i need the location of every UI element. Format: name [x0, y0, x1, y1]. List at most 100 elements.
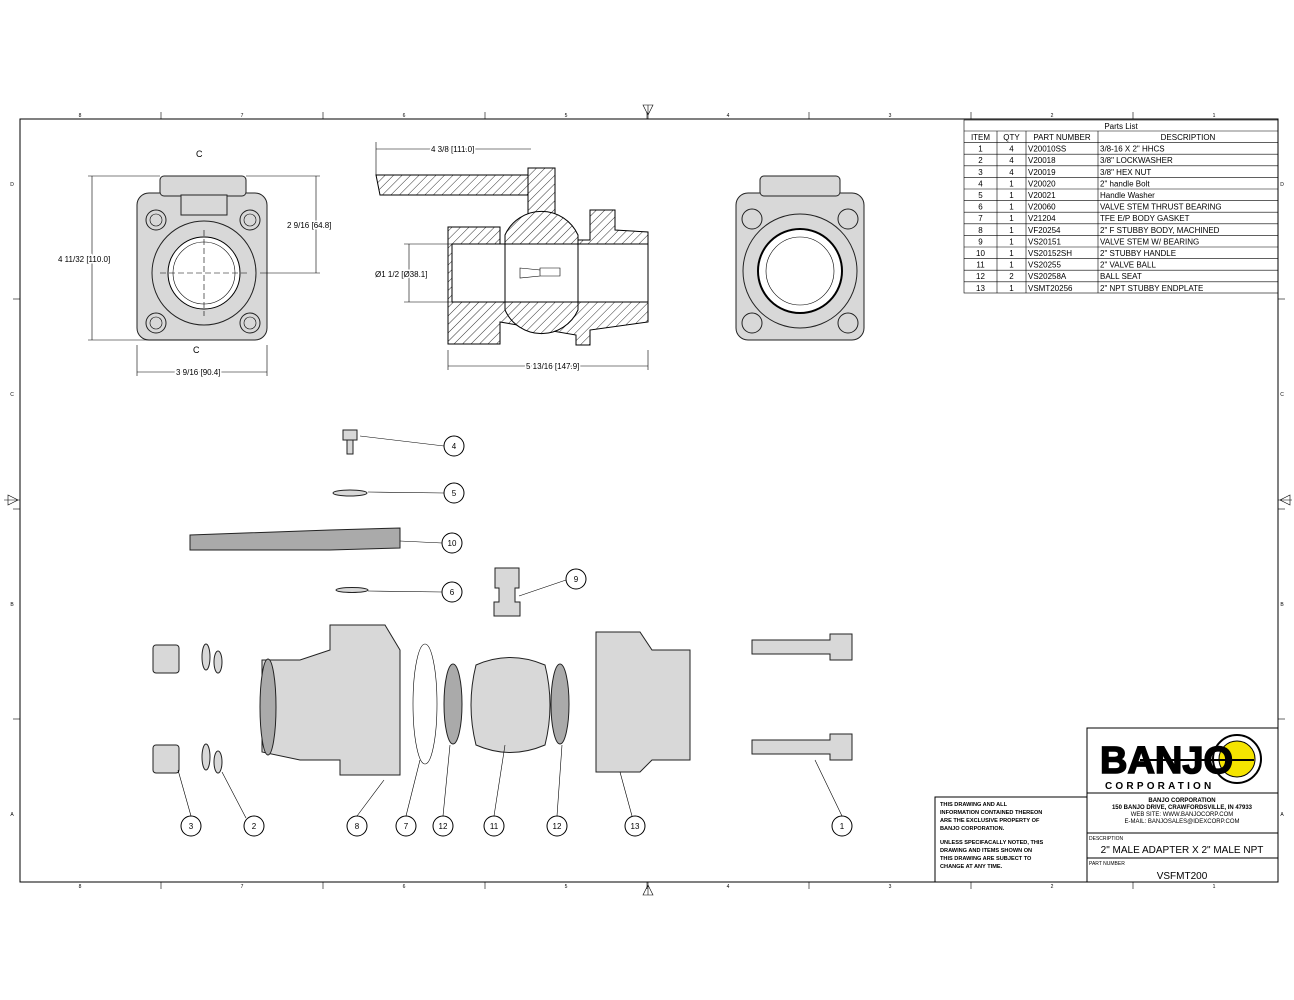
- zone-label: C: [10, 392, 14, 398]
- balloon-number: 8: [355, 822, 360, 831]
- part-number-cell: V20060: [1028, 203, 1056, 212]
- description-cell: 3/8" LOCKWASHER: [1100, 156, 1173, 165]
- title-block: BANJO CORPORATION THIS DRAWING AND ALL IN…: [934, 727, 1279, 883]
- qty-cell: 1: [1009, 249, 1014, 258]
- zone-label: 6: [403, 884, 406, 890]
- note-line: THIS DRAWING AND ALL: [940, 802, 1008, 808]
- balloon-number: 2: [252, 822, 257, 831]
- qty-cell: 4: [1009, 145, 1014, 154]
- part-number-cell: V20018: [1028, 156, 1056, 165]
- qty-cell: QTY: [1003, 133, 1020, 142]
- zone-label: 2: [1051, 884, 1054, 890]
- note-line: INFORMATION CONTAINED THEREON: [940, 810, 1042, 816]
- part-number-cell: V20021: [1028, 191, 1056, 200]
- item-cell: 2: [978, 156, 983, 165]
- description-cell: 3/8" HEX NUT: [1100, 168, 1151, 177]
- part-ball-seat-right: [550, 663, 570, 745]
- description-cell: 2" VALVE BALL: [1100, 261, 1156, 270]
- part-number-cell: VF20254: [1028, 226, 1061, 235]
- part-hhcs-bolts: [751, 633, 853, 761]
- section-view: 4 3/8 [111.0] Ø1 1/2 [Ø38.1] 5 13/16 [14…: [374, 142, 649, 373]
- item-balloon: 12: [546, 815, 568, 837]
- item-cell: 4: [978, 179, 983, 188]
- balloon-number: 11: [490, 822, 499, 831]
- zone-label: 6: [403, 113, 406, 119]
- description-value: 2" MALE ADAPTER X 2" MALE NPT: [1101, 845, 1264, 856]
- item-cell: 1: [978, 145, 983, 154]
- item-balloon: 1: [831, 815, 853, 837]
- dimension-length: 5 13/16 [147.9]: [526, 362, 579, 371]
- zone-label: 5: [565, 113, 568, 119]
- zone-label: 1: [1213, 884, 1216, 890]
- item-balloon: 4: [443, 435, 465, 457]
- description-cell: VALVE STEM W/ BEARING: [1100, 237, 1199, 246]
- description-label: DESCRIPTION: [1089, 836, 1124, 842]
- qty-cell: 1: [1009, 203, 1014, 212]
- svg-text:BANJO: BANJO: [1100, 740, 1233, 782]
- item-cell: 12: [976, 272, 985, 281]
- company-name: BANJO CORPORATION: [1148, 798, 1215, 804]
- balloon-number: 12: [553, 822, 562, 831]
- item-cell: 7: [978, 214, 983, 223]
- balloon-number: 7: [404, 822, 409, 831]
- center-mark-left: [4, 494, 20, 506]
- company-address: 150 BANJO DRIVE, CRAWFORDSVILLE, IN 4793…: [1112, 805, 1253, 811]
- item-cell: 13: [976, 284, 985, 293]
- zone-label: C: [1280, 392, 1284, 398]
- zone-label: A: [1280, 812, 1284, 818]
- item-cell: 9: [978, 237, 983, 246]
- part-valve-ball: [470, 657, 551, 753]
- note-line: THIS DRAWING ARE SUBJECT TO: [940, 856, 1032, 862]
- description-cell: BALL SEAT: [1100, 272, 1142, 281]
- qty-cell: 1: [1009, 214, 1014, 223]
- balloon-number: 9: [574, 575, 579, 584]
- zone-label: 1: [1213, 113, 1216, 119]
- item-cell: 5: [978, 191, 983, 200]
- part-number-cell: V20020: [1028, 179, 1056, 188]
- note-line: BANJO CORPORATION.: [940, 826, 1005, 832]
- item-cell: ITEM: [971, 133, 990, 142]
- description-cell: VALVE STEM THRUST BEARING: [1100, 203, 1222, 212]
- zone-label: B: [10, 602, 14, 608]
- part-body: [261, 624, 401, 776]
- qty-cell: 1: [1009, 261, 1014, 270]
- balloon-number: 6: [450, 588, 455, 597]
- description-cell: 3/8-16 X 2" HHCS: [1100, 145, 1165, 154]
- zone-label: 3: [889, 113, 892, 119]
- end-view: [735, 175, 865, 341]
- balloon-number: 10: [448, 539, 457, 548]
- item-balloon: 12: [432, 815, 454, 837]
- item-balloon: 10: [441, 532, 463, 554]
- dimension-center: 2 9/16 [64.8]: [287, 221, 331, 230]
- qty-cell: 2: [1009, 272, 1014, 281]
- zone-label: A: [10, 812, 14, 818]
- disclaimer-notes: THIS DRAWING AND ALL INFORMATION CONTAINE…: [940, 802, 1043, 870]
- zone-label: D: [10, 182, 14, 188]
- item-balloon: 9: [565, 568, 587, 590]
- item-cell: 6: [978, 203, 983, 212]
- part-number-cell: VSMT20256: [1028, 284, 1073, 293]
- note-line: DRAWING AND ITEMS SHOWN ON: [940, 848, 1032, 854]
- qty-cell: 1: [1009, 226, 1014, 235]
- balloon-number: 3: [189, 822, 194, 831]
- item-cell: 10: [976, 249, 985, 258]
- zone-label: B: [1280, 602, 1284, 608]
- center-mark-bottom: [642, 882, 654, 896]
- part-handle-washer: [332, 489, 368, 497]
- part-number-cell: VS20152SH: [1028, 249, 1072, 258]
- qty-cell: 1: [1009, 284, 1014, 293]
- part-number-cell: PART NUMBER: [1033, 133, 1091, 142]
- part-number-cell: V21204: [1028, 214, 1056, 223]
- company-website: WEB SITE: WWW.BANJOCORP.COM: [1131, 812, 1234, 818]
- note-line: UNLESS SPECIFACALLY NOTED, THIS: [940, 840, 1043, 846]
- zone-label: 5: [565, 884, 568, 890]
- parts-list-title: Parts List: [1104, 122, 1138, 131]
- qty-cell: 4: [1009, 156, 1014, 165]
- part-number-cell: V20019: [1028, 168, 1056, 177]
- part-valve-stem: [493, 567, 521, 617]
- part-number-cell: VS20258A: [1028, 272, 1067, 281]
